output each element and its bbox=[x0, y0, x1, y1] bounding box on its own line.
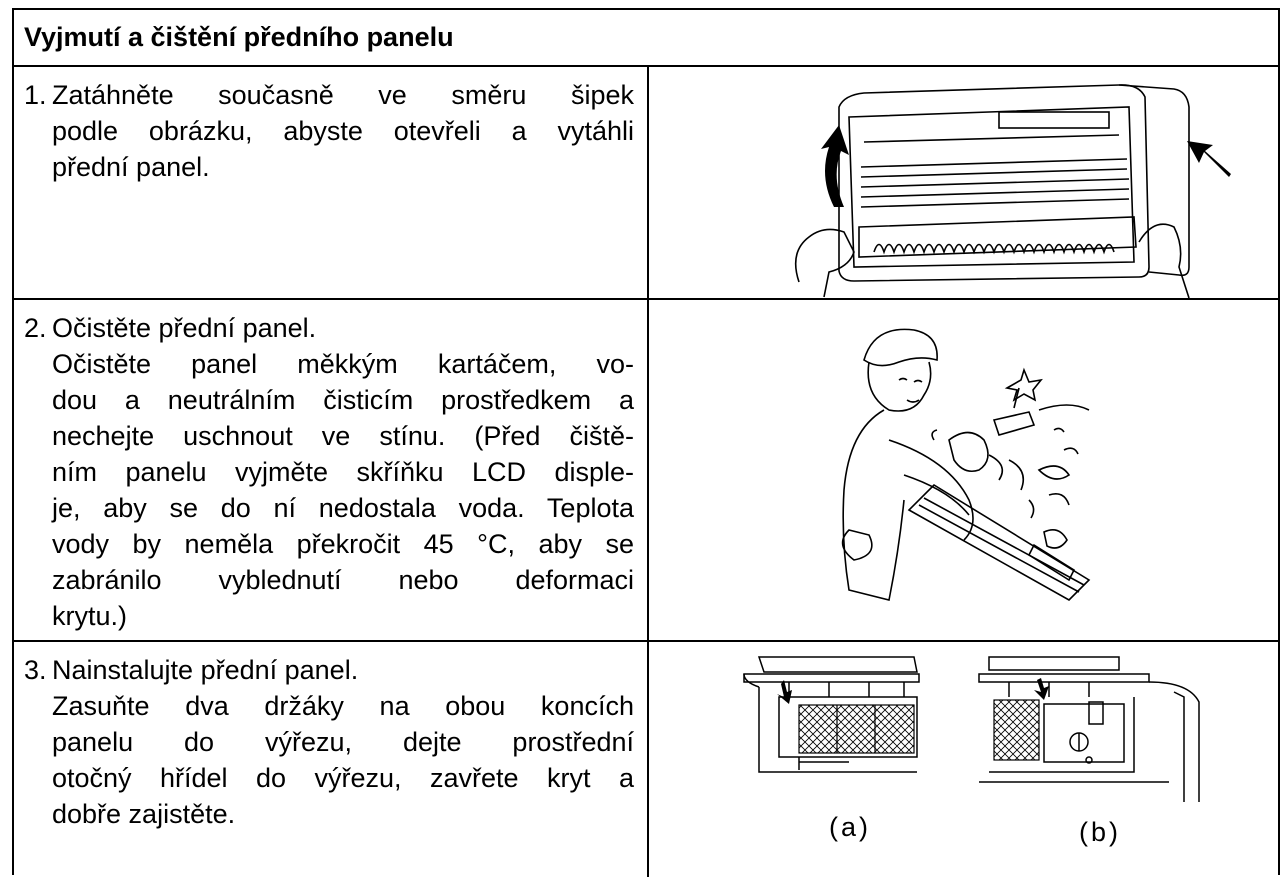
step-2-heading: 2.Očistěte přední panel. bbox=[24, 310, 634, 346]
person-washing-panel-illustration bbox=[841, 328, 1091, 601]
instruction-table: Vyjmutí a čištění předního panelu 1.Zatá… bbox=[12, 8, 1280, 877]
step-1-number: 1. bbox=[24, 80, 47, 110]
section-header: Vyjmutí a čištění předního panelu bbox=[14, 10, 1278, 67]
panel-install-figure-a bbox=[743, 656, 920, 773]
step-2-body: Očistěte panel měkkým kartáčem, vo- dou … bbox=[52, 349, 634, 631]
step-3-body: Zasuňte dva držáky na obou koncích panel… bbox=[52, 691, 634, 829]
step-2-text-cell: 2.Očistěte přední panel. Očistěte panel … bbox=[14, 300, 649, 640]
step-3-illustration: (a) bbox=[649, 642, 1278, 877]
step-row-1: 1.Zatáhněte současně ve směru šipek podl… bbox=[14, 67, 1278, 300]
step-3-number: 3. bbox=[24, 655, 47, 685]
step-3-text: 3.Nainstalujte přední panel. Zasuňte dva… bbox=[24, 652, 634, 832]
step-1-illustration bbox=[649, 67, 1278, 298]
step-2-text: 2.Očistěte přední panel. Očistěte panel … bbox=[24, 310, 634, 634]
step-2-number: 2. bbox=[24, 313, 47, 343]
panel-install-figure-b bbox=[978, 656, 1200, 802]
step-1-body: podle obrázku, abyste otevřeli a vytáhli… bbox=[52, 116, 634, 182]
air-conditioner-panel-open-illustration bbox=[794, 84, 1231, 298]
section-title: Vyjmutí a čištění předního panelu bbox=[24, 22, 454, 52]
step-3-text-cell: 3.Nainstalujte přední panel. Zasuňte dva… bbox=[14, 642, 649, 877]
step-row-2: 2.Očistěte přední panel. Očistěte panel … bbox=[14, 300, 1278, 642]
step-1-text-cell: 1.Zatáhněte současně ve směru šipek podl… bbox=[14, 67, 649, 298]
figure-b-caption: (b) bbox=[1079, 817, 1121, 847]
figure-a-caption: (a) bbox=[829, 812, 871, 842]
step-row-3: 3.Nainstalujte přední panel. Zasuňte dva… bbox=[14, 642, 1278, 877]
step-1-heading: 1.Zatáhněte současně ve směru šipek bbox=[24, 77, 634, 113]
step-1-text: 1.Zatáhněte současně ve směru šipek podl… bbox=[24, 77, 634, 185]
step-3-heading: 3.Nainstalujte přední panel. bbox=[24, 652, 634, 688]
step-2-illustration bbox=[649, 300, 1278, 640]
